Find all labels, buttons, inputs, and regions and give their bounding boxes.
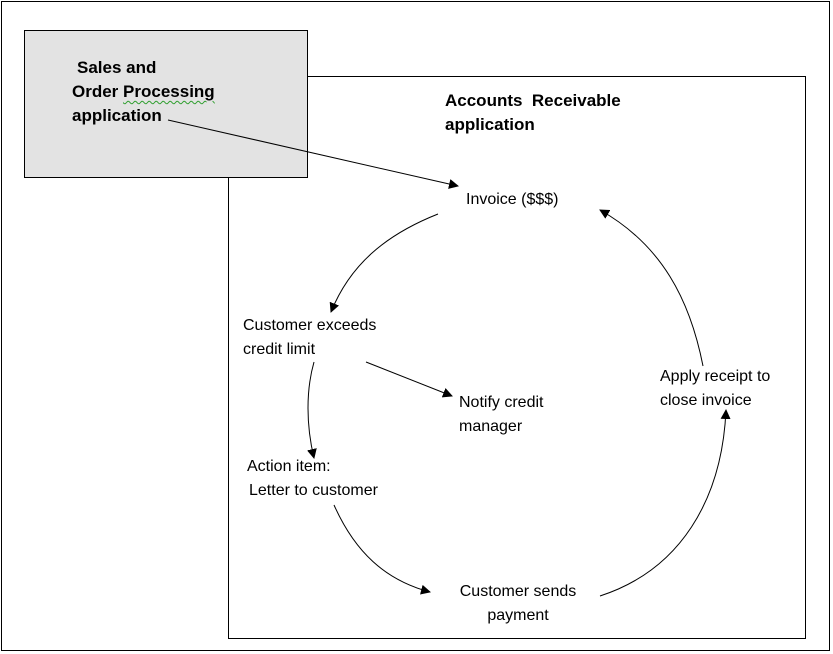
sales-app-line3: application xyxy=(72,106,162,125)
node-action-line2: Letter to customer xyxy=(249,482,378,499)
node-notify-line1: Notify credit xyxy=(459,394,544,411)
sales-app-label: Sales and Order Processing application xyxy=(72,56,215,128)
arrow-action-to-sends xyxy=(333,504,431,595)
sales-app-line2-a: Order xyxy=(72,82,124,101)
arrow-sales-to-invoice xyxy=(167,119,459,189)
node-action-line1: Action item: xyxy=(247,458,331,475)
arrow-sends-to-apply xyxy=(599,409,731,597)
node-sends-line2: payment xyxy=(487,607,549,624)
node-apply-line2: close invoice xyxy=(660,392,752,409)
node-customer-exceeds: Customer exceeds credit limit xyxy=(243,314,376,362)
node-sends-line1: Customer sends xyxy=(459,583,577,600)
accounts-receivable-box xyxy=(228,76,806,639)
ar-app-line2: application xyxy=(445,115,535,134)
arrow-invoice-to-exceeds xyxy=(329,213,439,313)
sales-app-line1: Sales and xyxy=(77,58,157,77)
node-notify-line2: manager xyxy=(459,418,523,435)
node-invoice-text: Invoice ($$$) xyxy=(466,191,559,208)
node-exceeds-line2: credit limit xyxy=(243,341,316,358)
arrow-exceeds-to-action xyxy=(307,361,317,459)
node-apply-line1: Apply receipt to xyxy=(660,368,771,385)
arrow-exceeds-to-notify xyxy=(365,361,453,398)
arrow-apply-to-invoice xyxy=(599,209,704,367)
node-action-item: Action item: Letter to customer xyxy=(247,455,378,503)
ar-app-label: Accounts Receivable application xyxy=(445,89,621,137)
sales-app-line2-b: Processing xyxy=(123,82,215,101)
node-invoice: Invoice ($$$) xyxy=(466,188,559,212)
sales-order-processing-box xyxy=(24,30,308,178)
node-customer-sends-payment: Customer sends payment xyxy=(446,580,590,628)
ar-app-line1: Accounts Receivable xyxy=(445,91,621,110)
sales-app-line2: Order Processing xyxy=(72,80,215,104)
node-exceeds-line1: Customer exceeds xyxy=(243,317,377,334)
node-notify-credit-manager: Notify credit manager xyxy=(459,391,543,439)
node-apply-receipt: Apply receipt to close invoice xyxy=(660,365,770,413)
